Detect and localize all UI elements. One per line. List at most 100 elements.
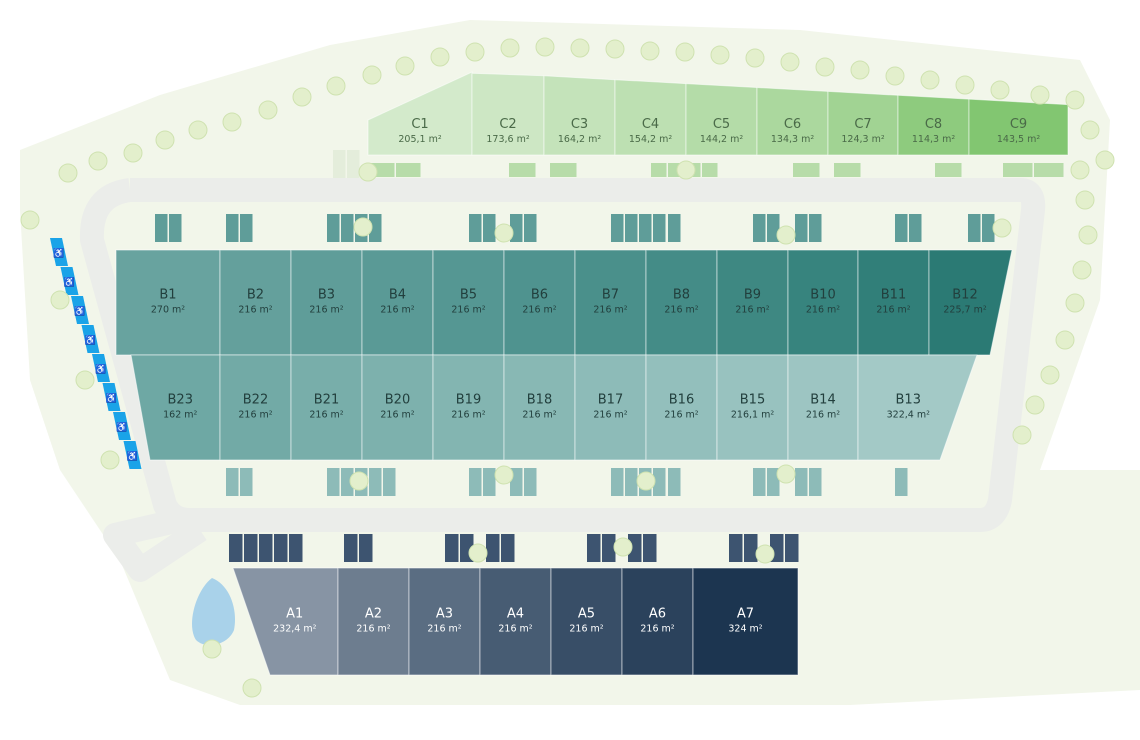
lot-area: 270 m² (151, 305, 185, 316)
lot-shape[interactable] (928, 249, 1013, 356)
lot-shape[interactable] (787, 354, 859, 461)
lot-shape[interactable] (645, 249, 718, 356)
lot-area: 216 m² (356, 624, 390, 635)
parking-space-a (359, 534, 373, 562)
parking-space-c (651, 163, 667, 177)
lot-shape[interactable] (361, 249, 434, 356)
parking-space-c (509, 163, 536, 177)
lot-name: C5 (713, 117, 730, 132)
lot-shape[interactable] (716, 354, 789, 461)
tree-icon (1055, 330, 1075, 350)
lot-shape[interactable] (550, 567, 623, 676)
lot-shape[interactable] (432, 354, 505, 461)
lot-name: B15 (740, 393, 765, 408)
wheelchair-icon: ♿ (106, 392, 117, 403)
lot-area: 216 m² (427, 624, 461, 635)
lot-shape[interactable] (361, 354, 434, 461)
parking-spaces: ♿♿♿♿♿♿♿♿ (50, 150, 1064, 562)
tree-icon (1030, 85, 1050, 105)
tree-icon (1012, 425, 1032, 445)
lot-shape[interactable] (857, 249, 930, 356)
lot-shape[interactable] (645, 354, 718, 461)
accessible-parking-space: ♿ (123, 441, 142, 469)
tree-icon (815, 57, 835, 77)
parking-space-b (327, 214, 340, 242)
lot-shape[interactable] (857, 354, 978, 461)
parking-space-b (767, 468, 780, 496)
lot-shape[interactable] (692, 567, 799, 676)
lot-shape[interactable] (408, 567, 481, 676)
parking-space-a (643, 534, 657, 562)
lot-shape[interactable] (290, 354, 363, 461)
lot-name: A3 (436, 607, 453, 622)
lot-shape[interactable] (574, 354, 647, 461)
lot-area: 216 m² (569, 624, 603, 635)
lot-shape[interactable] (574, 249, 647, 356)
parking-space-c (396, 163, 421, 177)
lot-name: B5 (460, 288, 477, 303)
parking-space-a (274, 534, 288, 562)
lot-shape[interactable] (787, 249, 859, 356)
tree-icon (676, 160, 696, 180)
parking-space-a (244, 534, 258, 562)
lot-shape[interactable] (432, 249, 505, 356)
lot-a3[interactable]: A3 216 m² (408, 567, 481, 676)
parking-space-b (483, 468, 496, 496)
wheelchair-icon: ♿ (53, 247, 64, 258)
lot-shape[interactable] (219, 354, 292, 461)
lot-shape[interactable] (716, 249, 789, 356)
lot-area: 216 m² (522, 410, 556, 421)
lot-shape[interactable] (503, 354, 576, 461)
lot-shape[interactable] (337, 567, 410, 676)
lot-shape[interactable] (503, 249, 576, 356)
lot-shape[interactable] (115, 249, 221, 356)
parking-space-b (795, 468, 808, 496)
tree-icon (776, 225, 796, 245)
lot-name: A7 (737, 607, 754, 622)
accessible-parking-space: ♿ (81, 325, 100, 353)
lot-area: 216 m² (522, 305, 556, 316)
tree-icon (465, 42, 485, 62)
lot-shape[interactable] (219, 249, 292, 356)
lot-shape[interactable] (290, 249, 363, 356)
lot-shape[interactable] (479, 567, 552, 676)
tree-icon (58, 163, 78, 183)
lot-shape[interactable] (621, 567, 694, 676)
